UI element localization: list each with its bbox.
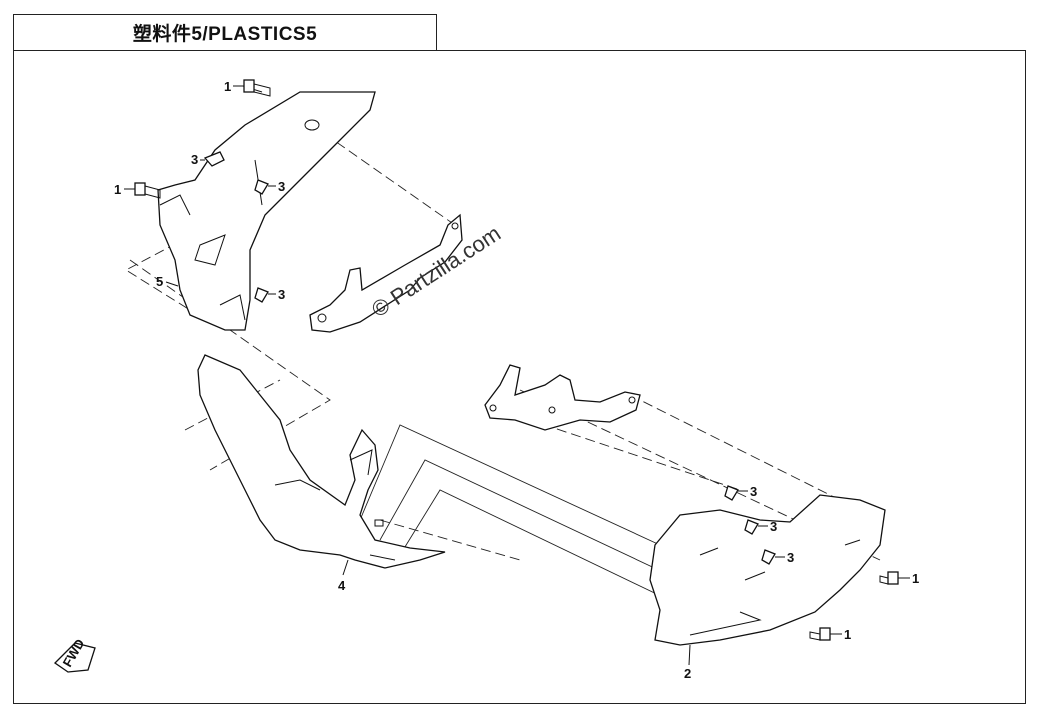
callout-1: 1 [844, 627, 851, 642]
clip-3f [761, 549, 776, 565]
leader-lines [124, 85, 910, 666]
part-4-lower-cowl [197, 354, 446, 569]
diagram-frame [13, 50, 1026, 704]
clip-3b [254, 179, 269, 195]
part-5-side-cover [157, 91, 376, 331]
clip-3c [254, 287, 269, 303]
callout-1: 1 [224, 79, 231, 94]
callout-1: 1 [114, 182, 121, 197]
clip-3d [724, 485, 739, 501]
part-2-front-cowl [649, 494, 886, 646]
callout-3: 3 [750, 484, 757, 499]
upper-bracket [309, 213, 463, 333]
callout-1: 1 [912, 571, 919, 586]
bolt-1d [809, 627, 831, 641]
clip-3e [744, 519, 759, 535]
bolt-1a [242, 79, 271, 97]
assembly-solid-lines [359, 424, 691, 611]
watermark: © Partzilla.com [367, 220, 505, 322]
callout-labels: 1 1 1 1 2 3 3 3 3 3 3 4 5 [114, 79, 919, 681]
clip-3a [203, 151, 225, 167]
callout-2: 2 [684, 666, 691, 681]
bolt-1c [879, 571, 899, 585]
callout-3: 3 [770, 519, 777, 534]
lower-bracket [484, 364, 641, 431]
callout-3: 3 [278, 287, 285, 302]
callout-3: 3 [278, 179, 285, 194]
fwd-arrow-icon: FWD [53, 636, 96, 673]
callout-3: 3 [191, 152, 198, 167]
callout-4: 4 [338, 578, 346, 593]
callout-5: 5 [156, 274, 163, 289]
title-box: 塑料件5/PLASTICS5 [13, 14, 437, 51]
callout-3: 3 [787, 550, 794, 565]
bolt-1b [134, 182, 161, 199]
diagram-title: 塑料件5/PLASTICS5 [132, 24, 318, 45]
